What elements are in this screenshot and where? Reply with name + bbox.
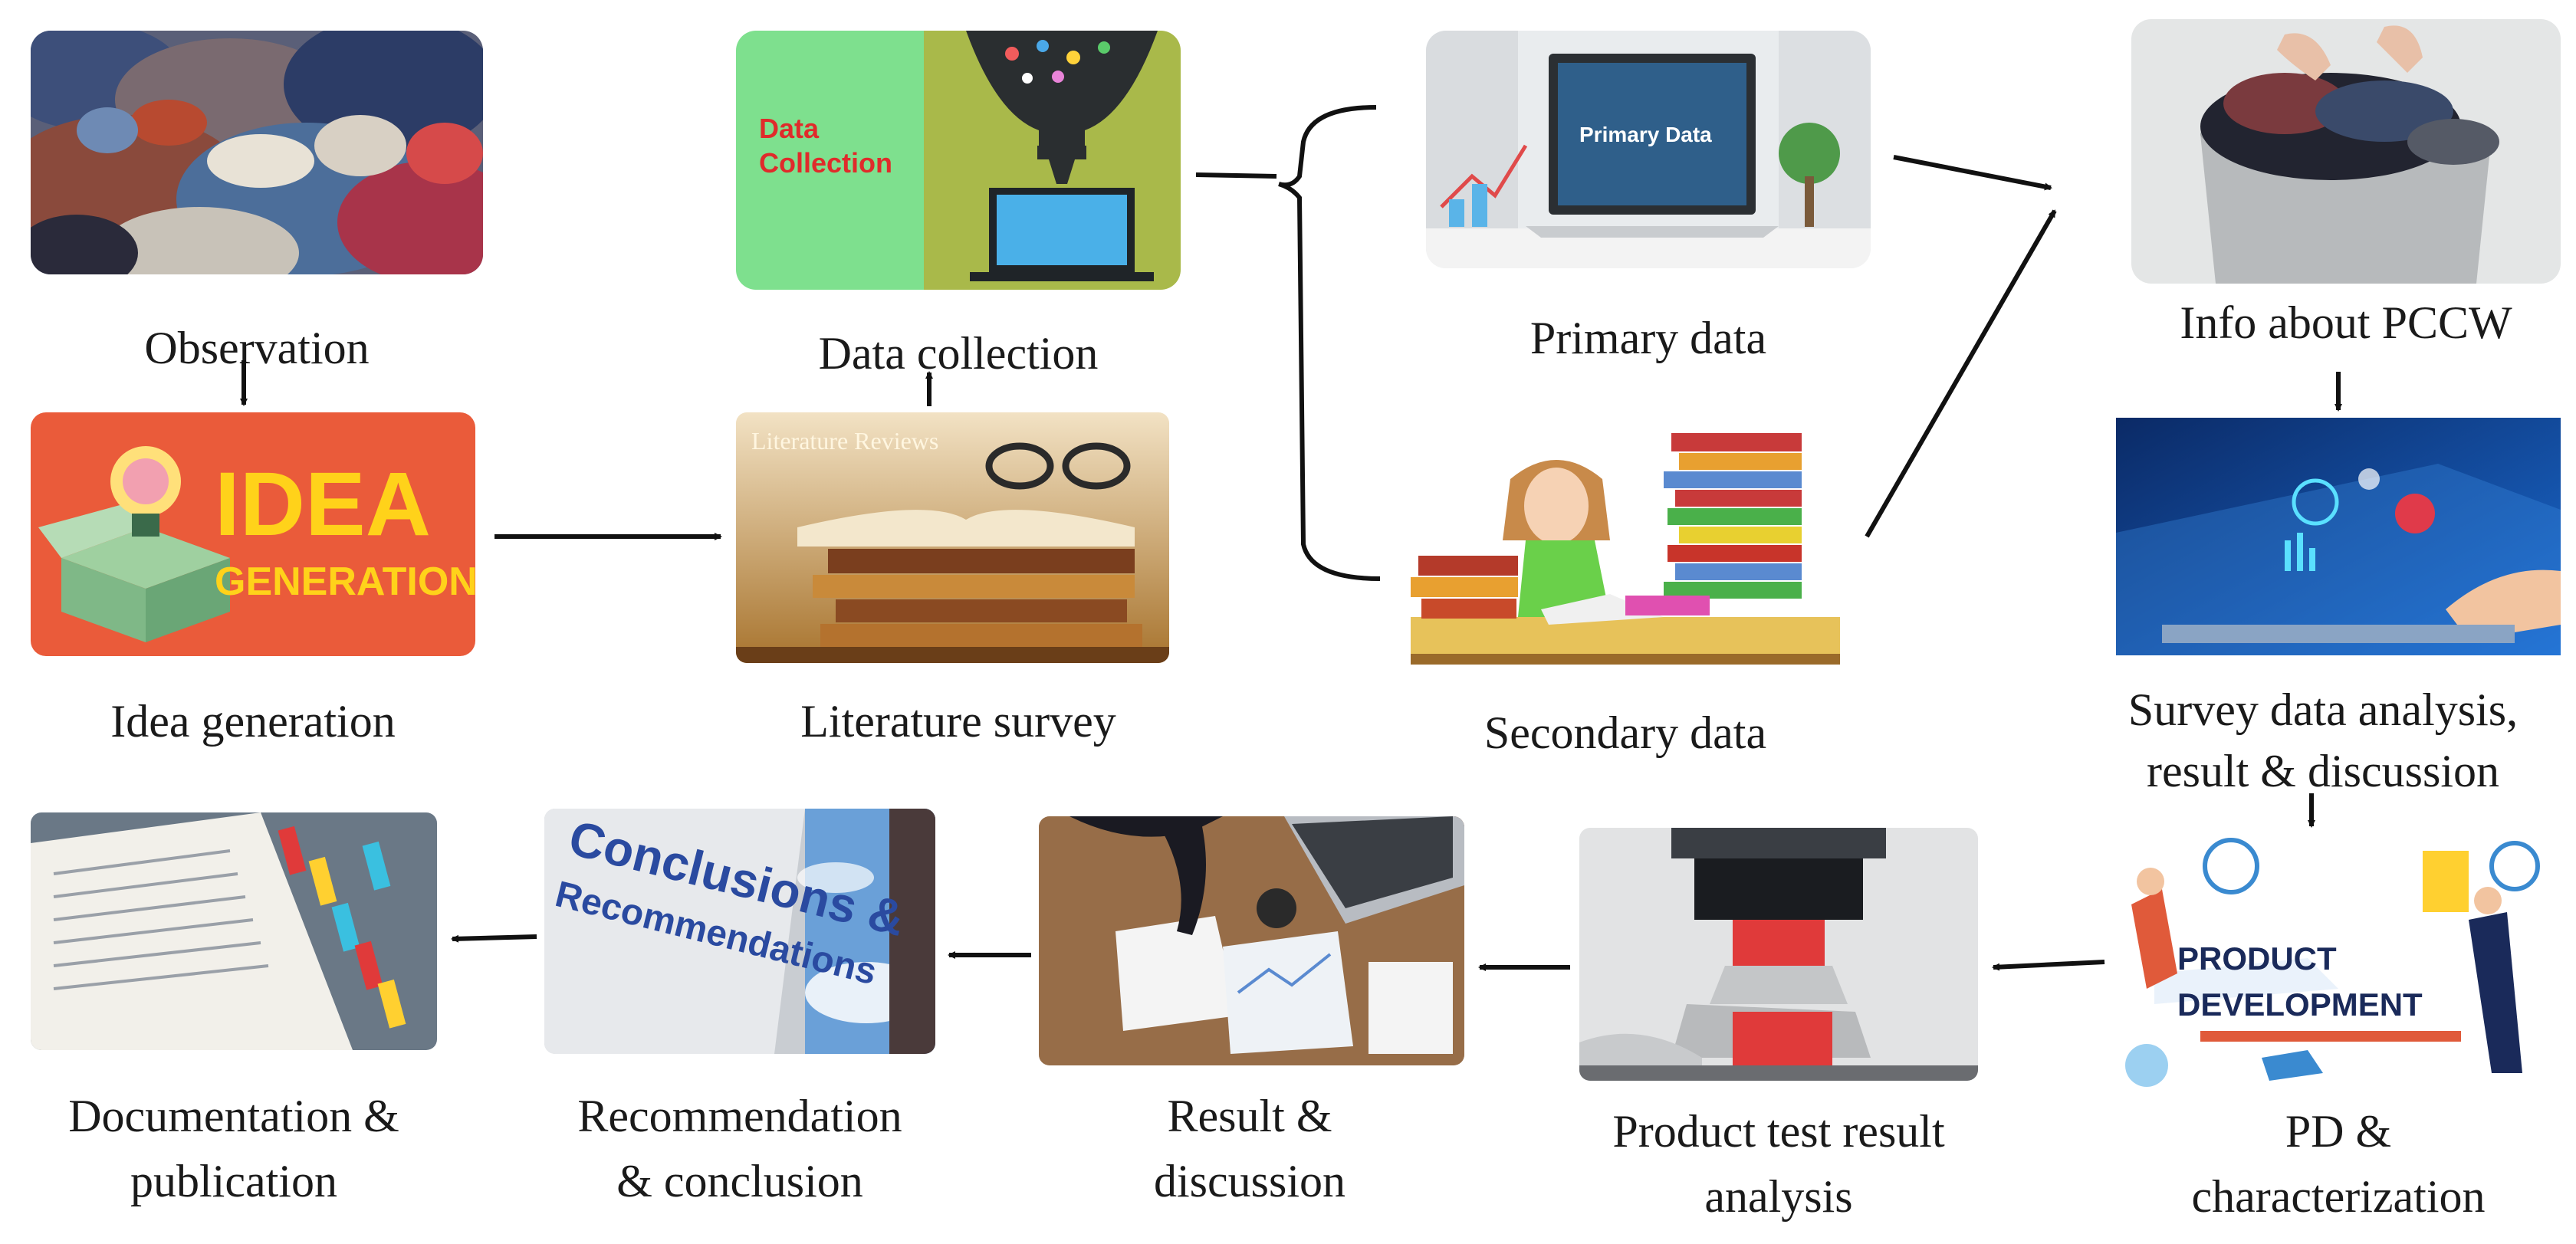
survey-analysis-image: [2116, 418, 2561, 655]
caption-observation: Observation: [144, 323, 370, 373]
caption-pd-line2: characterization: [2191, 1171, 2486, 1222]
caption-survey-line1: Survey data analysis,: [2128, 684, 2518, 735]
caption-idea-generation: Idea generation: [110, 696, 396, 747]
data-collection-image: Data Collection: [736, 31, 1181, 290]
caption-rec-line2: & conclusion: [616, 1156, 863, 1206]
info-pccw-image: [2131, 19, 2561, 284]
caption-secondary-data: Secondary data: [1484, 707, 1767, 758]
development-text: DEVELOPMENT: [2177, 986, 2423, 1022]
caption-info-pccw: Info about PCCW: [2180, 297, 2512, 348]
caption-literature-survey: Literature survey: [800, 696, 1116, 747]
product-test-image: [1579, 828, 1978, 1081]
documentation-image: [31, 812, 437, 1050]
caption-doc-line1: Documentation &: [68, 1091, 399, 1141]
primary-data-text: Primary Data: [1579, 123, 1712, 146]
data-collection-text-2: Collection: [759, 147, 892, 179]
caption-result-line2: discussion: [1153, 1156, 1346, 1206]
primary-data-image: Primary Data: [1426, 31, 1871, 268]
caption-survey-line2: result & discussion: [2147, 746, 2499, 796]
caption-data-collection: Data collection: [818, 328, 1099, 379]
observation-image: [31, 31, 483, 274]
result-discussion-image: [1039, 816, 1464, 1065]
arrow-primary-to-info: [1893, 155, 2052, 191]
arrow-recommendation-to-documentation: [451, 934, 537, 943]
caption-pd-line1: PD &: [2285, 1106, 2392, 1157]
product-development-image: PRODUCT DEVELOPMENT: [2108, 820, 2561, 1096]
recommendation-image: Conclusions & Recommendations: [544, 809, 935, 1054]
arrow-secondary-to-info: [1865, 209, 2057, 538]
caption-result-line1: Result &: [1167, 1091, 1332, 1141]
secondary-data-image: [1411, 425, 1840, 675]
idea-text: IDEA: [215, 454, 431, 555]
data-collection-text-1: Data: [759, 113, 820, 144]
literature-text: Literature Reviews: [751, 427, 938, 455]
caption-doc-line2: publication: [130, 1156, 337, 1206]
idea-generation-image: IDEA GENERATION: [31, 412, 475, 656]
arrow-pd-to-test: [1992, 960, 2105, 971]
caption-test-line1: Product test result: [1612, 1106, 1945, 1157]
caption-primary-data: Primary data: [1530, 313, 1767, 363]
caption-rec-line1: Recommendation: [577, 1091, 902, 1141]
generation-text: GENERATION: [215, 560, 475, 604]
caption-test-line2: analysis: [1704, 1171, 1853, 1222]
product-text: PRODUCT: [2177, 940, 2337, 976]
literature-survey-image: Literature Reviews: [736, 412, 1169, 663]
line-datacollection-to-brace: [1195, 172, 1277, 179]
brace-primary-secondary: [1278, 105, 1381, 581]
